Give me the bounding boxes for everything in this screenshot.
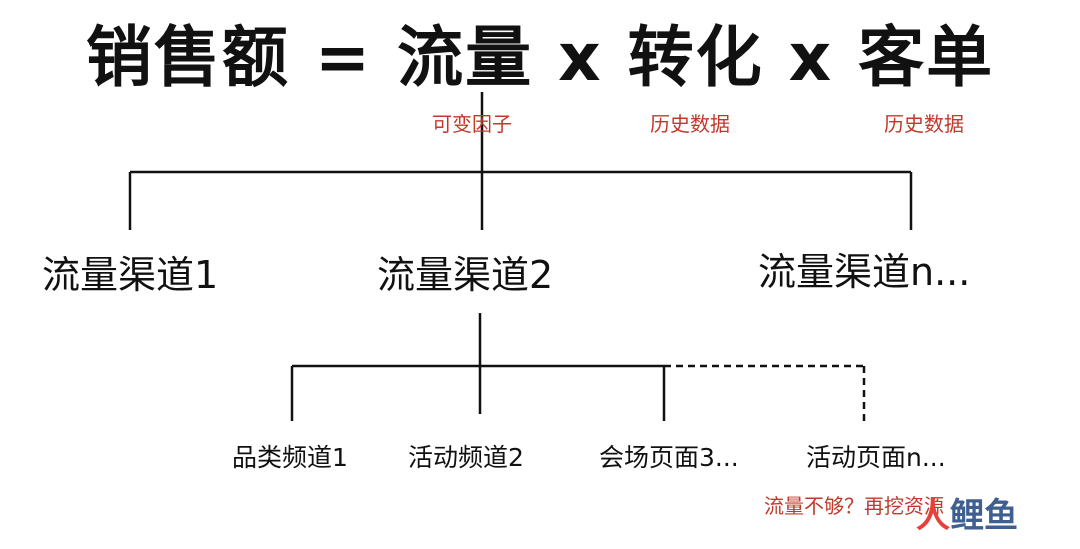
channel-1: 流量渠道1	[42, 253, 219, 297]
channel-2: 流量渠道2	[377, 253, 554, 297]
sub-channel-n: 活动页面n...	[806, 443, 946, 472]
watermark-logo: 人鲤鱼	[916, 494, 1018, 538]
sub-channel-3: 会场页面3...	[599, 443, 739, 472]
watermark-part1: 人	[916, 496, 950, 536]
note-order-value: 历史数据	[884, 112, 964, 136]
sub-channel-2: 活动频道2	[408, 443, 524, 472]
note-conversion: 历史数据	[650, 112, 730, 136]
sub-channel-1: 品类频道1	[232, 443, 348, 472]
channel-n: 流量渠道n...	[758, 250, 971, 294]
note-traffic: 可变因子	[432, 112, 512, 136]
note-more-resources: 流量不够？再挖资源	[764, 494, 944, 518]
watermark-part2: 鲤鱼	[950, 496, 1018, 536]
formula-title: 销售额 = 流量 x 转化 x 客单	[85, 19, 995, 96]
